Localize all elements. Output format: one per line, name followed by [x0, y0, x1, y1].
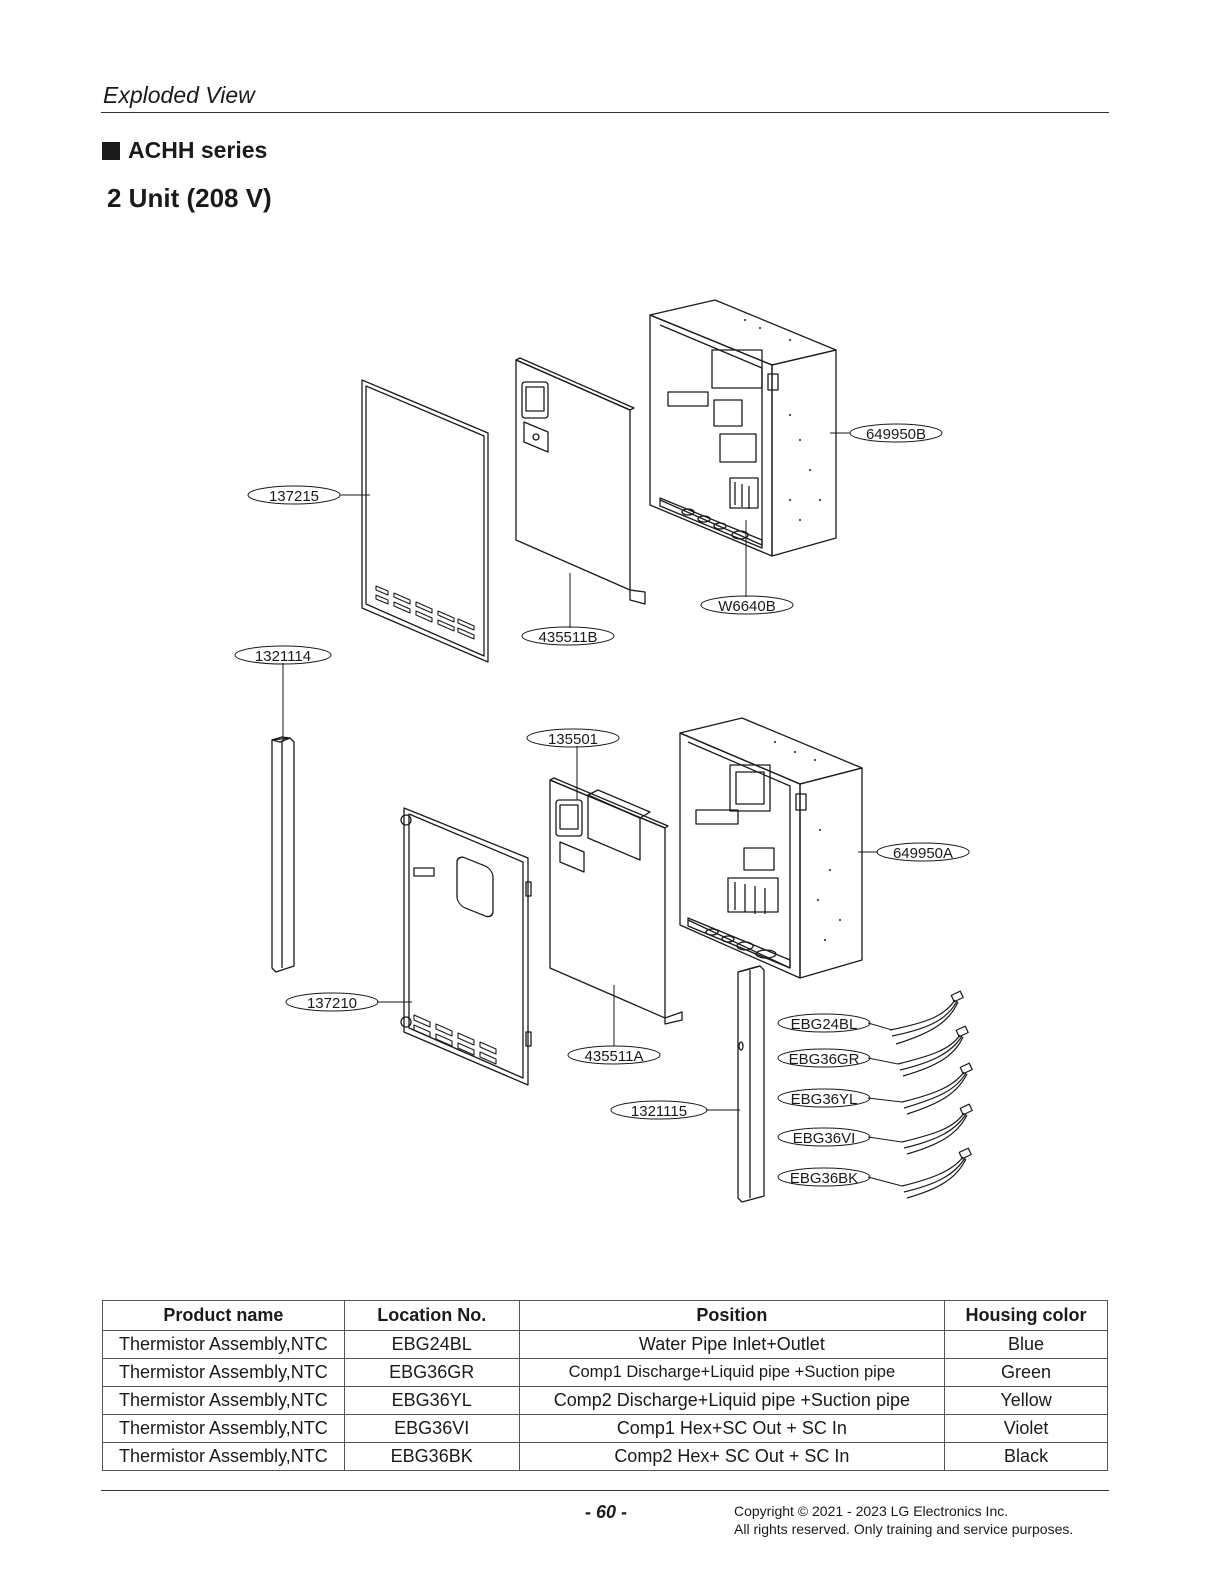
column-header-position: Position [518, 1300, 946, 1331]
callout-EBG24BL: EBG24BL [791, 1016, 858, 1033]
table-row: Thermistor Assembly,NTC EBG36YL Comp2 Di… [102, 1386, 1108, 1415]
copyright-notice: Copyright © 2021 - 2023 LG Electronics I… [734, 1502, 1073, 1538]
table-row: Thermistor Assembly,NTC EBG36GR Comp1 Di… [102, 1358, 1108, 1387]
header-title: Exploded View [103, 82, 255, 108]
thermistor-cables [889, 990, 973, 1199]
thermistor-cable-EBG36YL [901, 1062, 973, 1115]
callout-EBG36BK: EBG36BK [790, 1170, 858, 1187]
callout-137210: 137210 [307, 995, 357, 1012]
cell-product-name: Thermistor Assembly,NTC [102, 1358, 345, 1387]
cell-position: Comp1 Hex+SC Out + SC In [518, 1414, 946, 1443]
exploded-view-diagram: 649950B 137215 435511B W6640B 1321114 13… [234, 299, 973, 1203]
callout-ovals [234, 423, 970, 1187]
callout-EBG36YL: EBG36YL [791, 1091, 858, 1108]
square-bullet-icon [102, 141, 120, 160]
unit-heading: 2 Unit (208 V) [107, 183, 272, 213]
cell-housing-color: Black [944, 1442, 1108, 1471]
cell-housing-color: Violet [944, 1414, 1108, 1443]
cell-housing-color: Green [944, 1358, 1108, 1387]
thermistor-cable-EBG36GR [897, 1025, 969, 1077]
cell-product-name: Thermistor Assembly,NTC [102, 1330, 345, 1359]
thermistor-cable-EBG36VI [901, 1103, 973, 1155]
callout-leader-lines [282, 432, 903, 1187]
column-header-housing-color: Housing color [944, 1300, 1108, 1331]
cell-location-no: EBG36BK [343, 1442, 520, 1471]
cell-position: Water Pipe Inlet+Outlet [518, 1330, 946, 1359]
cell-position: Comp2 Hex+ SC Out + SC In [518, 1442, 946, 1471]
callout-135501: 135501 [548, 731, 598, 748]
table-header-row: Product name Location No. Position Housi… [102, 1300, 1108, 1331]
control-box-649950A [679, 717, 863, 979]
table-row: Thermistor Assembly,NTC EBG24BL Water Pi… [102, 1330, 1108, 1359]
footer-divider [101, 1490, 1109, 1491]
inner-panel-435511B [515, 357, 646, 605]
callout-649950B: 649950B [866, 426, 926, 443]
copyright-line-2: All rights reserved. Only training and s… [734, 1521, 1074, 1537]
cell-position: Comp2 Discharge+Liquid pipe +Suction pip… [518, 1386, 946, 1415]
thermistor-parts-table: Product name Location No. Position Housi… [102, 1300, 1108, 1471]
thermistor-cable-EBG36BK [901, 1147, 972, 1199]
cell-location-no: EBG36VI [343, 1414, 520, 1443]
copyright-line-1: Copyright © 2021 - 2023 LG Electronics I… [734, 1503, 1009, 1519]
callout-labels: 649950B 137215 435511B W6640B 1321114 13… [255, 426, 953, 1187]
cell-product-name: Thermistor Assembly,NTC [102, 1414, 345, 1443]
cell-location-no: EBG36GR [343, 1358, 520, 1387]
callout-435511A: 435511A [585, 1048, 644, 1065]
callout-EBG36VI: EBG36VI [793, 1130, 856, 1147]
thermistor-cable-EBG24BL [889, 990, 964, 1045]
cell-location-no: EBG24BL [343, 1330, 520, 1359]
control-box-649950B [649, 299, 837, 557]
series-heading: ACHH series [102, 137, 267, 164]
cell-position: Comp1 Discharge+Liquid pipe +Suction pip… [518, 1358, 946, 1387]
table-row: Thermistor Assembly,NTC EBG36VI Comp1 He… [102, 1414, 1108, 1443]
cell-location-no: EBG36YL [343, 1386, 520, 1415]
door-panel-137210 [400, 807, 532, 1086]
callout-649950A: 649950A [893, 845, 953, 862]
callout-W6640B: W6640B [718, 598, 776, 615]
front-panel-137215 [361, 379, 489, 663]
table-row: Thermistor Assembly,NTC EBG36BK Comp2 He… [102, 1442, 1108, 1471]
callout-1321114: 1321114 [255, 648, 311, 665]
page-number: - 60 - [585, 1502, 628, 1522]
callout-1321115: 1321115 [631, 1103, 687, 1120]
column-header-location-no: Location No. [343, 1300, 520, 1331]
side-rail-1321115 [737, 965, 765, 1203]
side-rail-1321114 [271, 736, 295, 973]
callout-435511B: 435511B [539, 629, 598, 646]
cell-housing-color: Blue [944, 1330, 1108, 1359]
cell-product-name: Thermistor Assembly,NTC [102, 1442, 345, 1471]
series-label: ACHH series [128, 137, 268, 163]
cell-housing-color: Yellow [944, 1386, 1108, 1415]
inner-panel-435511A [549, 777, 683, 1025]
callout-137215: 137215 [269, 488, 319, 505]
column-header-product-name: Product name [102, 1300, 345, 1331]
cell-product-name: Thermistor Assembly,NTC [102, 1386, 345, 1415]
header-divider [101, 112, 1109, 113]
callout-EBG36GR: EBG36GR [789, 1051, 860, 1068]
